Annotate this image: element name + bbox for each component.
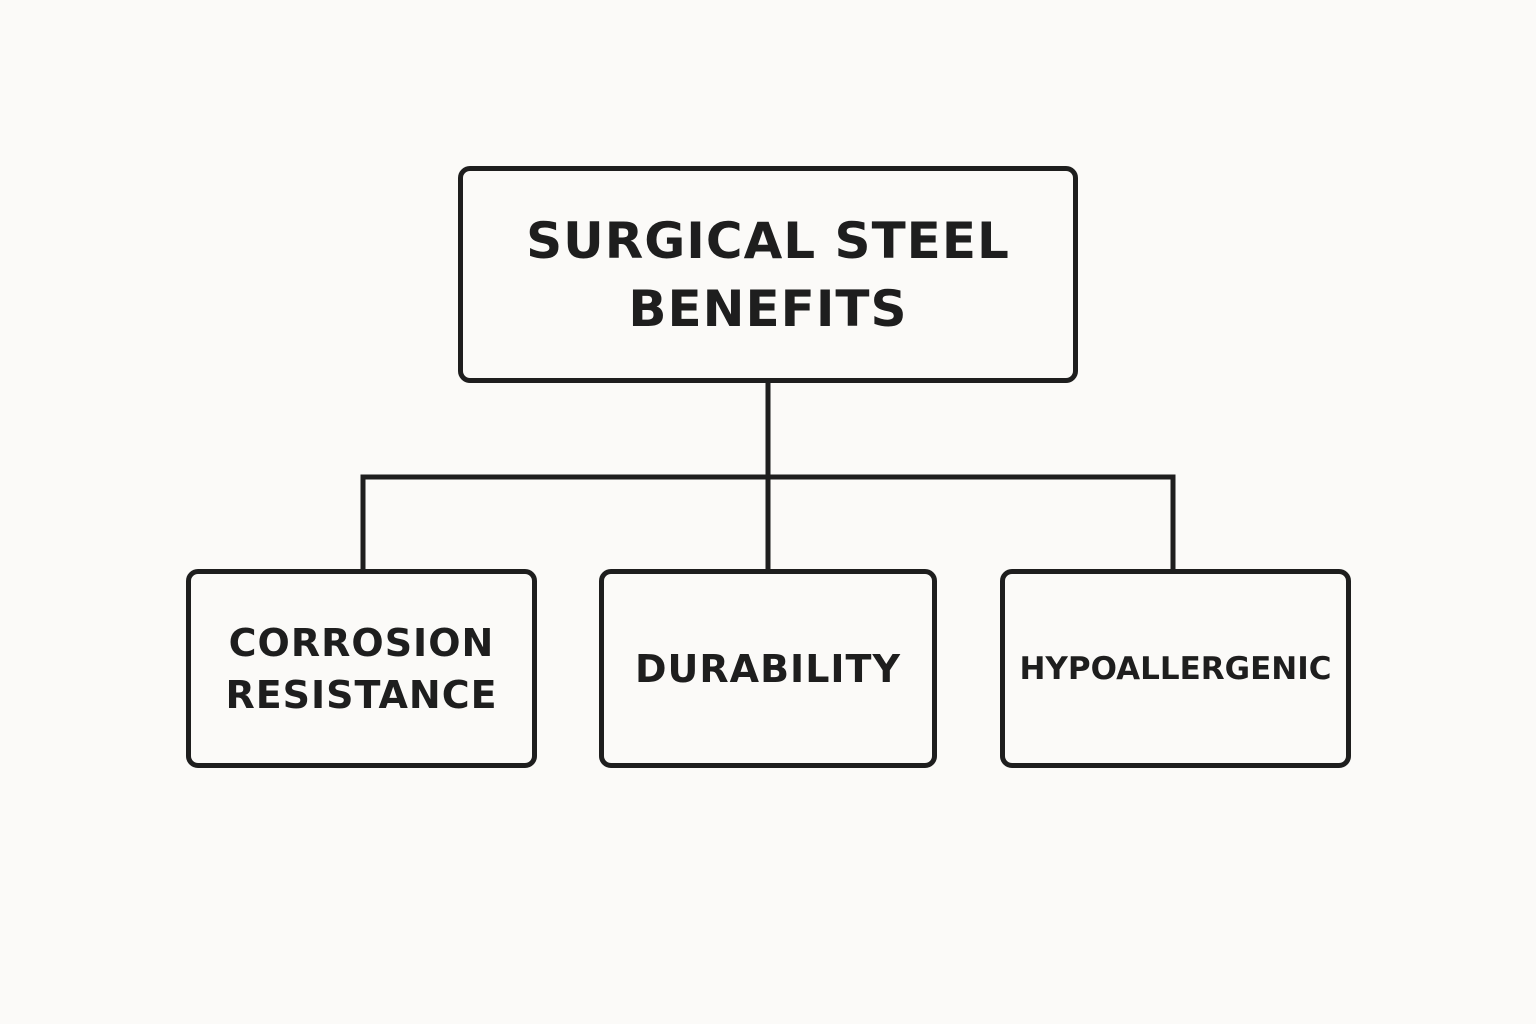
child-node-label: CORROSION RESISTANCE	[225, 620, 498, 717]
child-node-corrosion-resistance: CORROSION RESISTANCE	[186, 569, 537, 768]
root-node-label: SURGICAL STEEL BENEFITS	[526, 211, 1010, 338]
child-node-hypoallergenic: HYPOALLERGENIC	[1000, 569, 1351, 768]
root-node-box: SURGICAL STEEL BENEFITS	[458, 166, 1078, 383]
child-node-label: HYPOALLERGENIC	[1019, 650, 1332, 687]
child-node-label: DURABILITY	[635, 646, 901, 691]
child-node-durability: DURABILITY	[599, 569, 937, 768]
